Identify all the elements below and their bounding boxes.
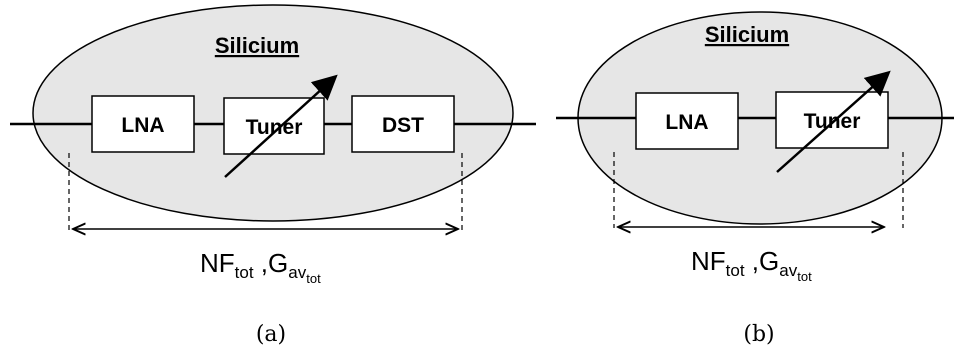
dst-block-a [351,95,455,153]
tuner-label-a: Tuner [246,116,303,139]
tuner-tunable-arrow-a [224,74,338,178]
silicium-title-b: Silicium [705,22,789,47]
metric-label-a: NFtot ,Gavtot [200,248,321,286]
diagram-b: Silicium LNA Tuner NFtot ,Gavtot (b) [556,11,954,347]
caption-b: (b) [743,322,774,347]
dst-label-a: DST [382,114,424,137]
tuner-block-a [223,97,325,155]
lna-block-b [635,92,739,150]
caption-a: (a) [256,322,286,347]
lna-label-b: LNA [665,111,708,134]
silicium-title-a: Silicium [215,33,299,58]
metric-label-b: NFtot ,Gavtot [691,246,812,284]
tuner-tunable-arrow-b [776,70,891,173]
lna-block-a [91,95,195,153]
diagram-a: Silicium LNA Tuner DST NFtot ,Gavtot (a) [10,4,536,347]
lna-label-a: LNA [121,114,164,137]
tuner-block-b [775,91,889,149]
